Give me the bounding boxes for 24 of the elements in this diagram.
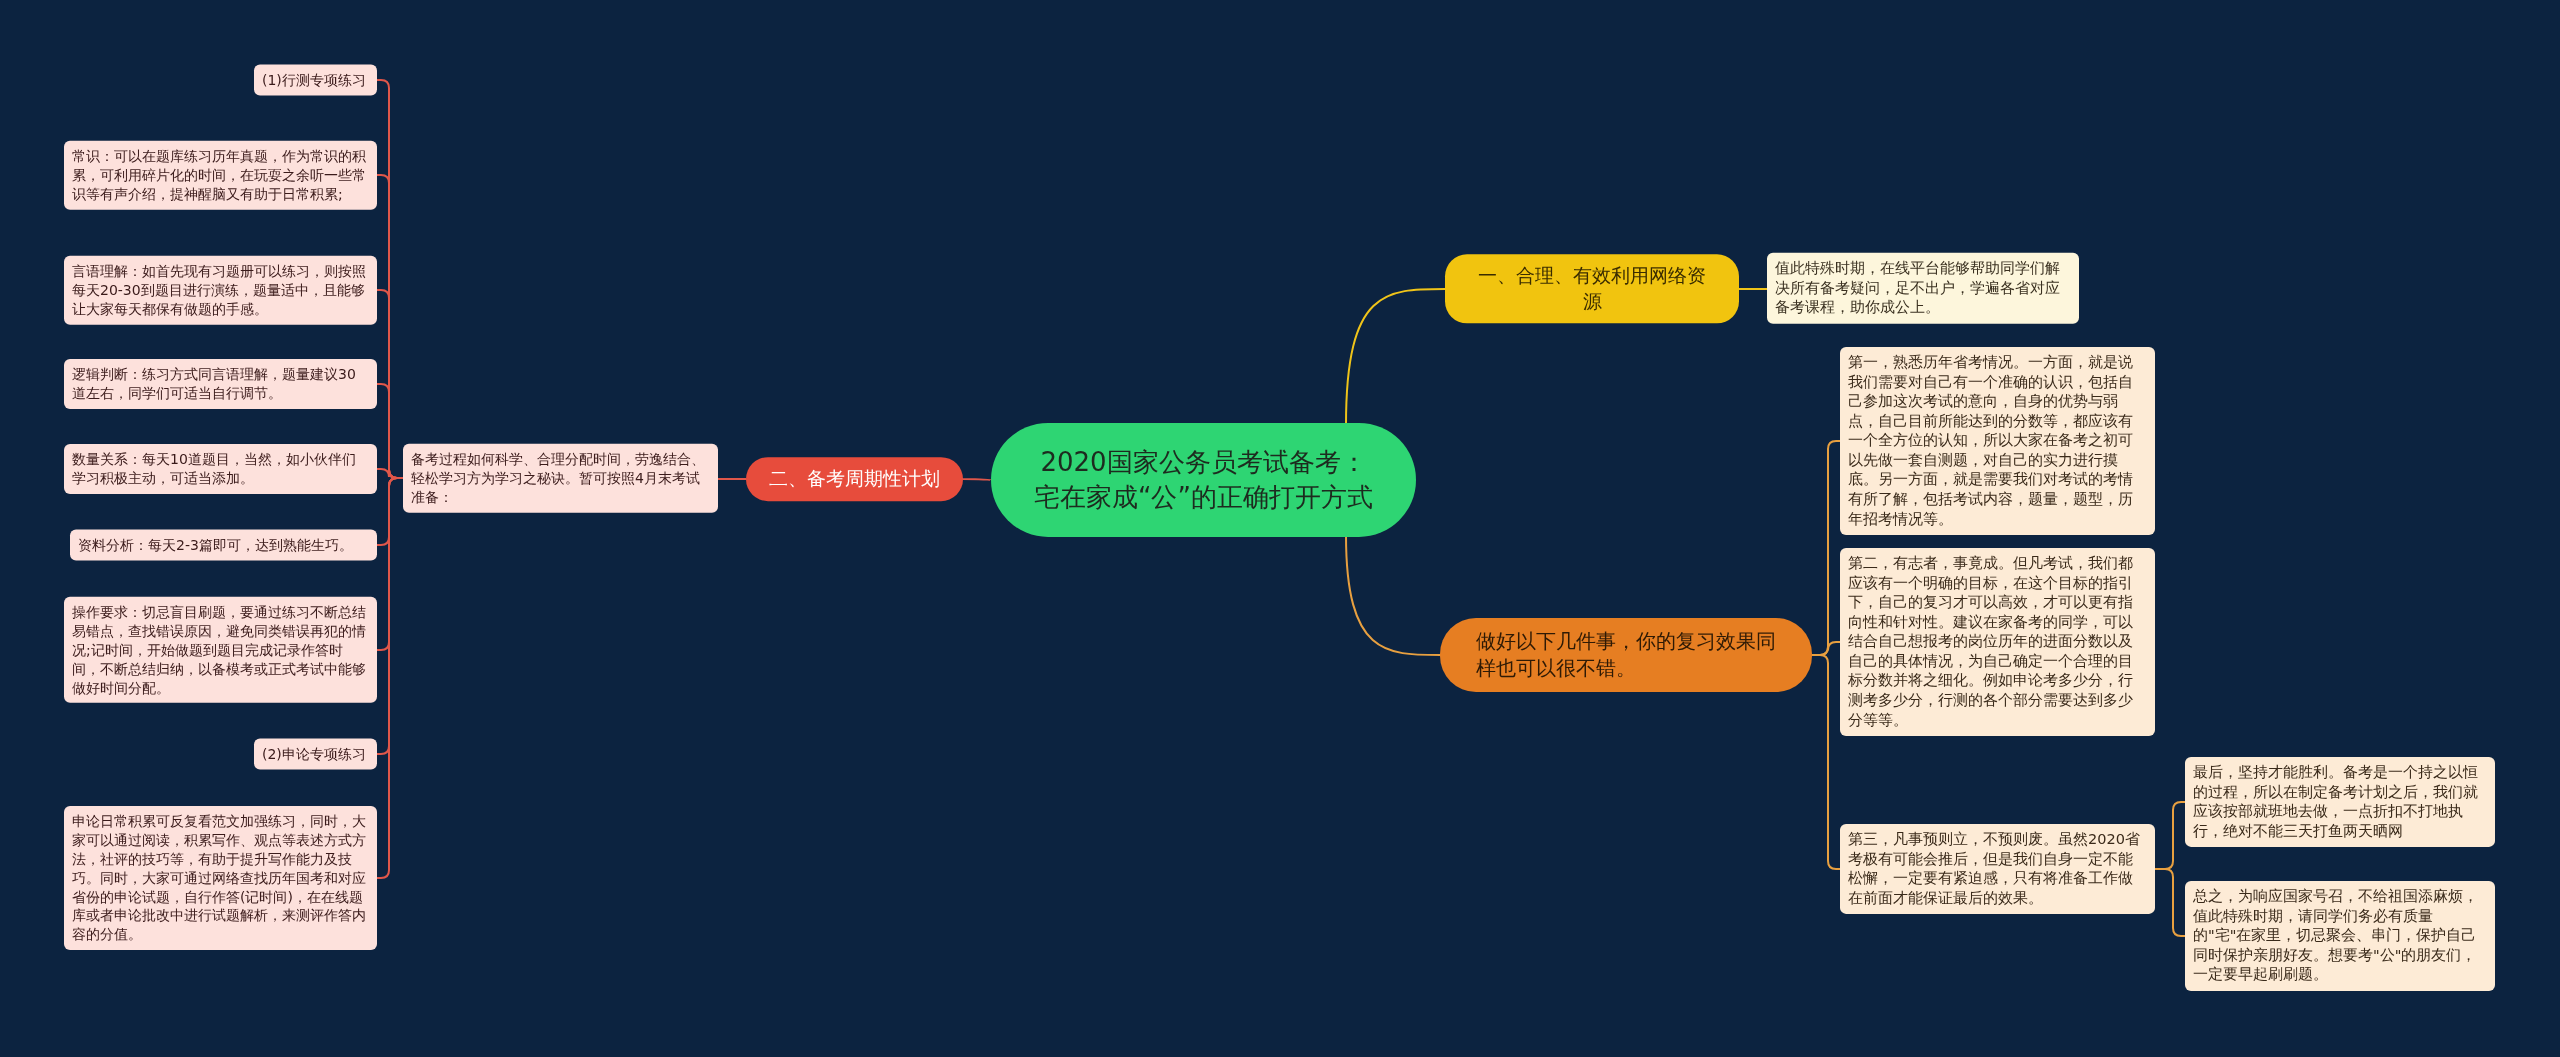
detail-box: 备考过程如何科学、合理分配时间，劳逸结合、轻松学习方为学习之秘诀。暂可按照4月末考试准备： bbox=[403, 443, 718, 513]
detail-box: 常识：可以在题库练习历年真题，作为常识的积累，可利用碎片化的时间，在玩耍之余听一些常识等有声介绍，提神醒脑又有助于日常积累; bbox=[64, 140, 377, 210]
detail-box: 最后，坚持才能胜利。备考是一个持之以恒的过程，所以在制定备考计划之后，我们就应该按部就班地去做，一点折扣不打地执行，绝对不能三天打鱼两天晒网 bbox=[2185, 756, 2495, 848]
detail-box: 数量关系：每天10道题目，当然，如小伙伴们学习积极主动，可适当添加。 bbox=[64, 444, 377, 494]
detail-box: 申论日常积累可反复看范文加强练习，同时，大家可以通过阅读，积累写作、观点等表述方式方法，社评的技巧等，有助于提升写作能力及技巧。同时，大家可通过网络查找历年国考和对应省份的申论试题，自行作答(记时间)，在在线题库或者申论批改中进行试题解析，来测评作答内容的分值。 bbox=[64, 805, 377, 951]
detail-box: 第一，熟悉历年省考情况。一方面，就是说我们需要对自己有一个准确的认识，包括自己参加这次考试的意向，自身的优势与弱点，自己目前所能达到的分数等，都应该有一个全方位的认知，所以大家在备考之初可以先做一套自测题，对自己的实力进行摸底。另一方面，就是需要我们对考试的考情有所了解，包括考试内容，题量，题型，历年招考情况等。 bbox=[1840, 346, 2155, 536]
detail-box: 操作要求：切忌盲目刷题，要通过练习不断总结易错点，查找错误原因，避免同类错误再犯的情况;记时间，开始做题到题目完成记录作答时间，不断总结归纳，以备模考或正式考试中能够做好时间分配。 bbox=[64, 596, 377, 704]
detail-box: (2)申论专项练习 bbox=[254, 738, 377, 770]
detail-box: 资料分析：每天2-3篇即可，达到熟能生巧。 bbox=[70, 529, 377, 561]
detail-box: 第三，凡事预则立，不预则废。虽然2020省考极有可能会推后，但是我们自身一定不能松懈，一定要有紧迫感，只有将准备工作做在前面才能保证最后的效果。 bbox=[1840, 823, 2155, 915]
central-topic: 2020国家公务员考试备考：宅在家成“公”的正确打开方式 bbox=[991, 422, 1416, 538]
detail-box: 第二，有志者，事竟成。但凡考试，我们都应该有一个明确的目标，在这个目标的指引下，自己的复习才可以高效，才可以更有指向性和针对性。建议在家备考的同学，可以结合自己想报考的岗位历年的进面分数以及自己的具体情况，为自己确定一个合理的目标分数并将之细化。例如申论考多少分，行测考多少分，行测的各个部分需要达到多少分等等。 bbox=[1840, 547, 2155, 737]
connector bbox=[1811, 654, 1841, 870]
connector bbox=[2154, 868, 2186, 937]
connector bbox=[1738, 288, 1768, 290]
branch-topic: 二、备考周期性计划 bbox=[746, 457, 963, 501]
detail-box: 值此特殊时期，在线平台能够帮助同学们解决所有备考疑问，足不出户，学遍各省对应备考课程，助你成公上。 bbox=[1767, 252, 2079, 324]
detail-box: (1)行测专项练习 bbox=[254, 64, 377, 96]
branch-topic: 一、合理、有效利用网络资源 bbox=[1445, 254, 1739, 324]
branch-topic: 做好以下几件事，你的复习效果同样也可以很不错。 bbox=[1440, 618, 1812, 692]
detail-box: 言语理解：如首先现有习题册可以练习，则按照每天20-30到题目进行演练，题量适中，且能够让大家每天都保有做题的手感。 bbox=[64, 255, 377, 325]
connector bbox=[717, 478, 747, 480]
detail-box: 逻辑判断：练习方式同言语理解，题量建议30道左右，同学们可适当自行调节。 bbox=[64, 359, 377, 409]
detail-box: 总之，为响应国家号召，不给祖国添麻烦，值此特殊时期，请同学们务必有质量的"宅"在家里，切忌聚会、串门，保护自己同时保护亲朋好友。想要考"公"的朋友们，一定要早起刷刷题。 bbox=[2185, 881, 2495, 991]
